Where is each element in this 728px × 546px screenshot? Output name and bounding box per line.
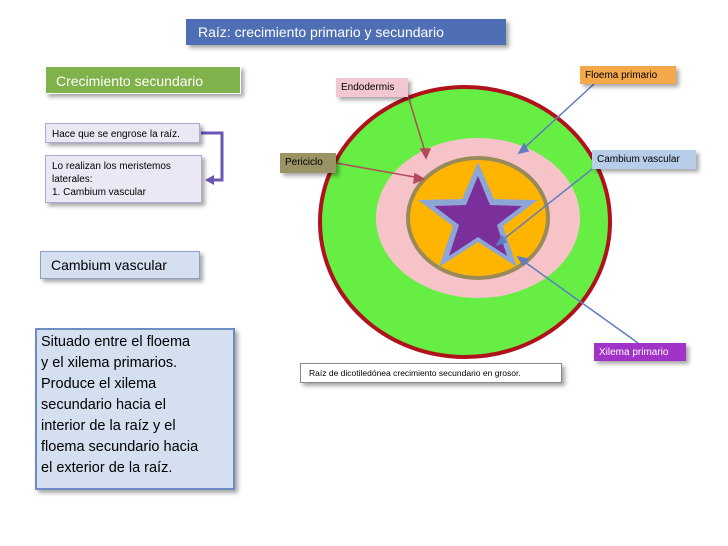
meristemos-line3: 1. Cambium vascular — [52, 187, 146, 198]
meristemos-box: Lo realizan los meristemos laterales: 1.… — [45, 155, 202, 203]
periciclo-arrow — [335, 162, 421, 179]
endodermis-label: Endodermis — [336, 78, 408, 97]
floema-arrowhead — [517, 142, 530, 155]
page-title: Raíz: crecimiento primario y secundario — [186, 19, 506, 45]
xilema-arrow — [521, 259, 639, 344]
cambium-arrowhead — [495, 234, 508, 247]
floema-primario-label: Floema primario — [580, 66, 676, 84]
cambium-vascular-heading: Cambium vascular — [40, 251, 200, 279]
engrose-text: Hace que se engrose la raíz. — [52, 129, 180, 140]
bracket-arrowhead — [205, 175, 214, 185]
floema-arrow — [521, 83, 595, 151]
diagram-caption: Raíz de dicotiledónea crecimiento secund… — [300, 363, 562, 383]
meristemos-line2: laterales: — [52, 174, 93, 185]
endodermis-arrowhead — [419, 148, 432, 160]
cambium-arrow — [499, 165, 597, 243]
xilema-arrowhead — [516, 255, 530, 267]
bracket-arrow — [201, 131, 224, 182]
xilema-star — [434, 176, 522, 256]
meristemos-line1: Lo realizan los meristemos — [52, 161, 171, 172]
crecimiento-secundario-heading: Crecimiento secundario — [45, 66, 241, 94]
xilema-primario-label: Xilema primario — [594, 343, 686, 361]
cambium-vascular-label: Cambium vascular — [592, 150, 696, 169]
engrose-box: Hace que se engrose la raíz. — [45, 123, 200, 143]
periciclo-arrowhead — [413, 172, 426, 185]
cambium-description: Situado entre el floema y el xilema prim… — [35, 328, 235, 490]
endodermis-arrow — [404, 85, 427, 156]
periciclo-label: Periciclo — [280, 153, 336, 173]
